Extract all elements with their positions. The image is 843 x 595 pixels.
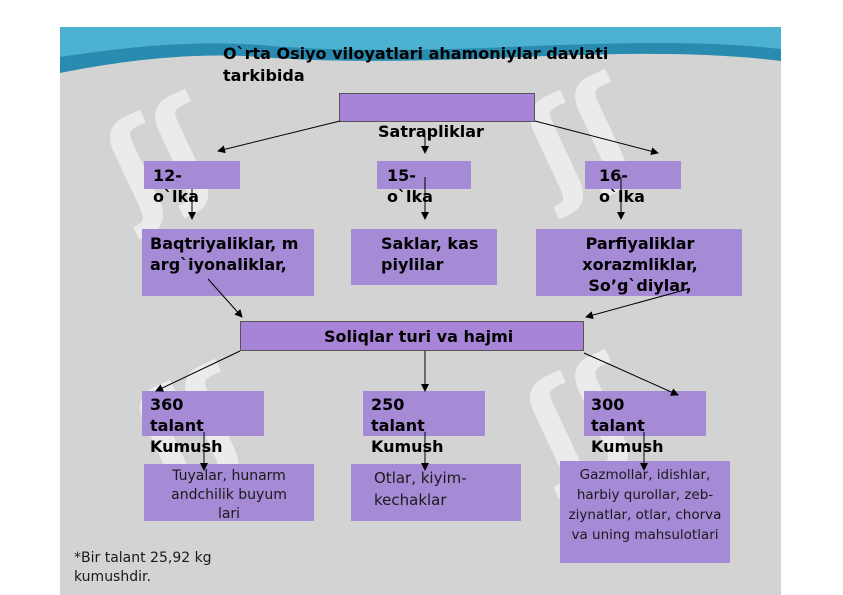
satraps-label: Satrapliklar: [378, 122, 484, 141]
tax-amount-value: 360 talant: [150, 395, 204, 435]
province-count-unit: o`lka: [599, 187, 645, 206]
peoples-box: [142, 229, 314, 296]
connector-arrows: [155, 120, 689, 471]
tax-amount: 300 talant Kumush: [591, 394, 681, 457]
tax-amount-box: [363, 391, 485, 436]
province-count-number: 15-: [387, 166, 416, 185]
tax-metal: Kumush: [591, 437, 664, 456]
arrow: [217, 120, 341, 154]
header-wave: [60, 27, 781, 73]
province-count-box: [144, 161, 240, 189]
peoples-text: Saklar, kaspiylilar: [381, 234, 479, 274]
province-count-unit: o`lka: [387, 187, 433, 206]
province-count-box: [377, 161, 471, 189]
peoples-box: [351, 229, 497, 285]
tax-amount-value: 250 talant: [371, 395, 425, 435]
goods-text: Otlar, kiyim-kechaklar: [374, 469, 467, 509]
arrow: [534, 120, 659, 156]
tax-type-label: Soliqlar turi va hajmi: [324, 327, 514, 346]
peoples-text: Baqtriyaliklar, marg`iyonaliklar,: [150, 234, 299, 274]
province-count-box: [585, 161, 681, 189]
goods-box: [351, 464, 521, 521]
tax-amount-value: 300 talant: [591, 395, 645, 435]
tax-amount-box: [584, 391, 706, 436]
arrow: [583, 352, 679, 396]
peoples-box: [536, 229, 742, 296]
tax-type-box: [240, 321, 584, 351]
satraps-box: [339, 93, 535, 122]
goods-box: [560, 461, 730, 563]
slide: ʃʃ ʃʃ ʃʃ ʃʃ O`rta Osiyo viloyatlari aham…: [60, 27, 781, 595]
arrow: [585, 288, 689, 320]
tax-amount-box: [142, 391, 264, 436]
diagram-title: O`rta Osiyo viloyatlari ahamoniylar davl…: [223, 44, 609, 85]
goods-text: Gazmollar, idishlar, harbiy qurollar, ze…: [568, 467, 722, 543]
footnote: *Bir talant 25,92 kg kumushdir.: [74, 550, 212, 585]
goods-box: [144, 464, 314, 521]
goods-text: Tuyalar, hunarmandchilik buyumlari: [171, 468, 287, 522]
province-count-number: 12-: [153, 166, 182, 185]
province-count: 15- o`lka: [387, 165, 433, 207]
province-count-unit: o`lka: [153, 187, 199, 206]
arrow: [207, 278, 243, 318]
province-count: 12- o`lka: [153, 165, 199, 207]
peoples-text: Parfiyaliklar xorazmliklar, So’g`diylar,: [582, 234, 698, 295]
arrow: [155, 350, 241, 392]
